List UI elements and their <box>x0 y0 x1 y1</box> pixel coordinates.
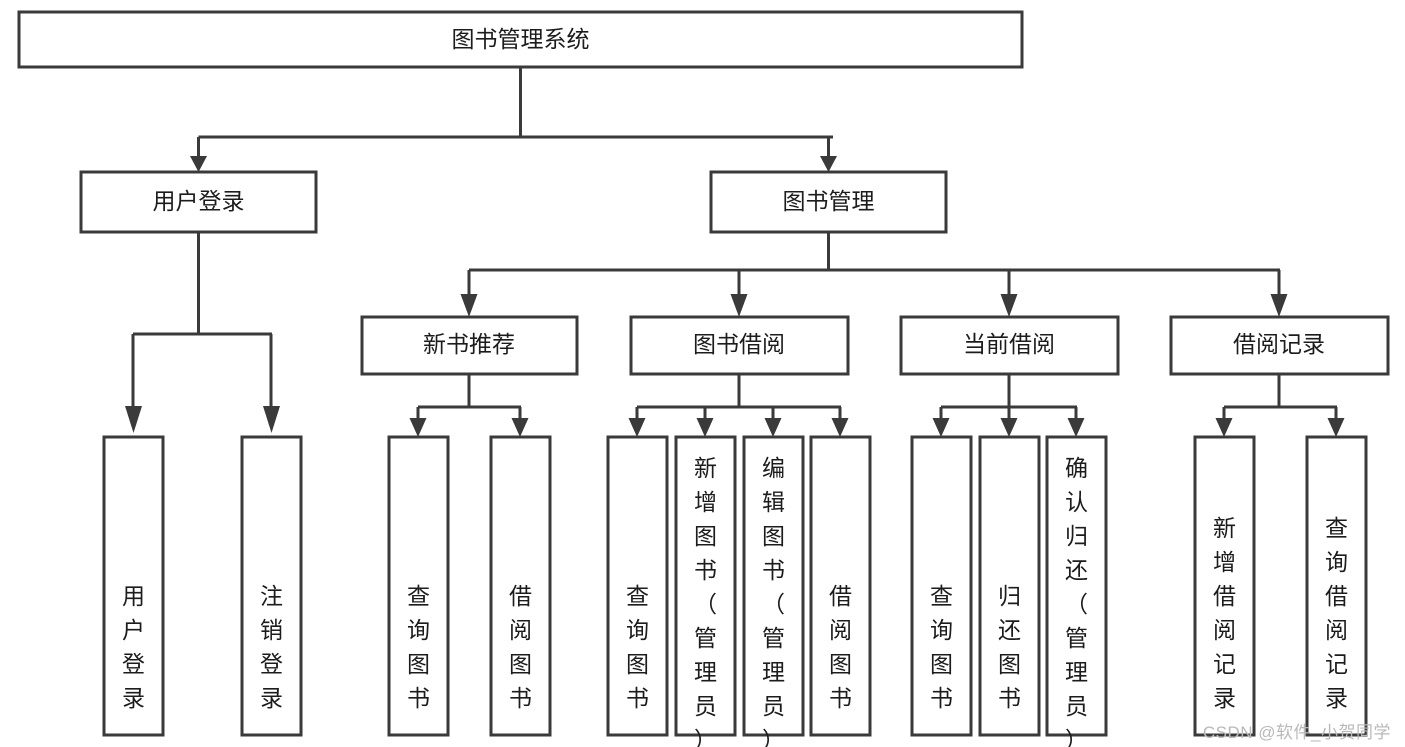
leaf-node-book-borrow-4[interactable] <box>809 435 872 737</box>
leaf-label-current-borrow-1: 查询图书 <box>930 583 953 711</box>
leaf-label-book-borrow-3: 编辑图书（管理员） <box>762 455 785 747</box>
arrow-head-cb-2 <box>1000 418 1018 437</box>
connector-book-manage-to-level3 <box>460 232 1288 317</box>
node-label-root: 图书管理系统 <box>452 26 590 52</box>
node-box-borrow-record[interactable] <box>1169 315 1390 376</box>
leaf-label-layer: 用户登录 注销登录 查询图书 借阅图书 查询图书 新增图书（管理员） 编辑图书（管理员） 借阅… <box>122 455 1348 747</box>
node-label-user-login: 用户登录 <box>153 188 245 214</box>
leaf-label-book-borrow-2: 新增图书（管理员） <box>694 455 717 747</box>
arrow-head-l3-2 <box>730 294 748 317</box>
connector-borrow-record-to-leaves <box>1215 374 1345 437</box>
arrow-head-l3-3 <box>1000 294 1018 317</box>
leaf-box-current-borrow-1[interactable] <box>910 435 973 737</box>
arrow-head-l3-4 <box>1270 294 1288 317</box>
leaf-label-borrow-record-1: 新增借阅记录 <box>1213 515 1236 711</box>
leaf-label-current-borrow-2: 归还图书 <box>998 583 1021 711</box>
connector-user-login-to-leaves <box>125 232 280 433</box>
leaf-box-borrow-record-1[interactable] <box>1193 435 1256 737</box>
node-label-book-borrow: 图书借阅 <box>693 331 785 357</box>
leaf-node-current-borrow-1[interactable] <box>910 435 973 737</box>
connector-current-borrow-to-leaves <box>932 374 1085 437</box>
node-label-current-borrow: 当前借阅 <box>963 331 1055 357</box>
node-new-book-recommend[interactable]: 新书推荐 <box>360 315 579 376</box>
leaf-node-book-borrow-3[interactable] <box>742 435 805 737</box>
arrow-head-bb-3 <box>764 418 782 437</box>
arrow-head-br-1 <box>1215 418 1233 437</box>
arrow-head-cb-3 <box>1067 418 1085 437</box>
node-label-borrow-record: 借阅记录 <box>1233 331 1325 357</box>
arrow-head-ul-2 <box>263 406 280 433</box>
connector-root-to-level2 <box>190 67 837 172</box>
node-box-book-borrow[interactable] <box>629 315 850 376</box>
node-root-system[interactable]: 图书管理系统 <box>17 10 1024 69</box>
node-user-login[interactable]: 用户登录 <box>79 170 318 234</box>
leaf-label-book-borrow-1: 查询图书 <box>626 583 649 711</box>
leaf-box-user-login-2[interactable] <box>240 435 303 737</box>
node-label-new-book-recommend: 新书推荐 <box>423 331 515 357</box>
leaf-box-book-borrow-1[interactable] <box>606 435 669 737</box>
leaf-box-borrow-record-2[interactable] <box>1305 435 1368 737</box>
leaf-box-book-borrow-3[interactable] <box>742 435 805 737</box>
leaf-box-book-borrow-2[interactable] <box>674 435 737 737</box>
arrow-head-cb-1 <box>932 418 950 437</box>
node-box-current-borrow[interactable] <box>899 315 1120 376</box>
leaf-node-new-book-2[interactable] <box>489 435 552 737</box>
node-box-new-book-recommend[interactable] <box>360 315 579 376</box>
leaf-node-new-book-1[interactable] <box>387 435 450 737</box>
leaf-label-book-borrow-4: 借阅图书 <box>829 583 852 711</box>
leaf-node-book-borrow-2[interactable] <box>674 435 737 737</box>
arrow-head-nb-1 <box>409 418 427 437</box>
arrow-head-nb-2 <box>511 418 529 437</box>
arrow-head-book-manage <box>820 156 837 172</box>
node-book-manage[interactable]: 图书管理 <box>709 170 948 234</box>
arrow-head-l3-1 <box>460 294 478 317</box>
leaf-node-user-login-1[interactable] <box>102 435 165 737</box>
leaf-node-current-borrow-3[interactable] <box>1045 435 1108 737</box>
leaf-label-new-book-2: 借阅图书 <box>509 583 532 711</box>
leaf-node-user-login-2[interactable] <box>240 435 303 737</box>
leaf-box-book-borrow-4[interactable] <box>809 435 872 737</box>
connector-new-book-to-leaves <box>409 374 529 437</box>
leaf-box-new-book-2[interactable] <box>489 435 552 737</box>
arrow-head-bb-1 <box>628 418 646 437</box>
leaf-label-user-login-1: 用户登录 <box>122 583 145 711</box>
leaf-box-current-borrow-3[interactable] <box>1045 435 1108 737</box>
arrow-head-ul-1 <box>125 406 142 433</box>
leaf-node-borrow-record-2[interactable] <box>1305 435 1368 737</box>
leaf-label-current-borrow-3: 确认归还（管理员） <box>1065 455 1088 747</box>
leaf-node-book-borrow-1[interactable] <box>606 435 669 737</box>
leaf-node-borrow-record-1[interactable] <box>1193 435 1256 737</box>
arrow-head-bb-2 <box>696 418 714 437</box>
node-box-root[interactable] <box>17 10 1024 69</box>
connector-book-borrow-to-leaves <box>628 374 849 437</box>
leaf-label-new-book-1: 查询图书 <box>407 583 430 711</box>
node-label-book-manage: 图书管理 <box>783 188 875 214</box>
node-book-borrow[interactable]: 图书借阅 <box>629 315 850 376</box>
leaf-box-current-borrow-2[interactable] <box>978 435 1041 737</box>
leaf-box-user-login-1[interactable] <box>102 435 165 737</box>
leaf-label-borrow-record-2: 查询借阅记录 <box>1325 515 1348 711</box>
node-box-user-login[interactable] <box>79 170 318 234</box>
arrow-head-bb-4 <box>831 418 849 437</box>
arrow-head-user-login <box>190 156 207 172</box>
csdn-watermark: CSDN @软件_小贺同学 <box>1202 723 1391 742</box>
node-borrow-record[interactable]: 借阅记录 <box>1169 315 1390 376</box>
leaf-box-new-book-1[interactable] <box>387 435 450 737</box>
node-box-book-manage[interactable] <box>709 170 948 234</box>
node-current-borrow[interactable]: 当前借阅 <box>899 315 1120 376</box>
leaf-label-user-login-2: 注销登录 <box>260 583 283 711</box>
arrow-head-br-2 <box>1327 418 1345 437</box>
leaf-node-current-borrow-2[interactable] <box>978 435 1041 737</box>
